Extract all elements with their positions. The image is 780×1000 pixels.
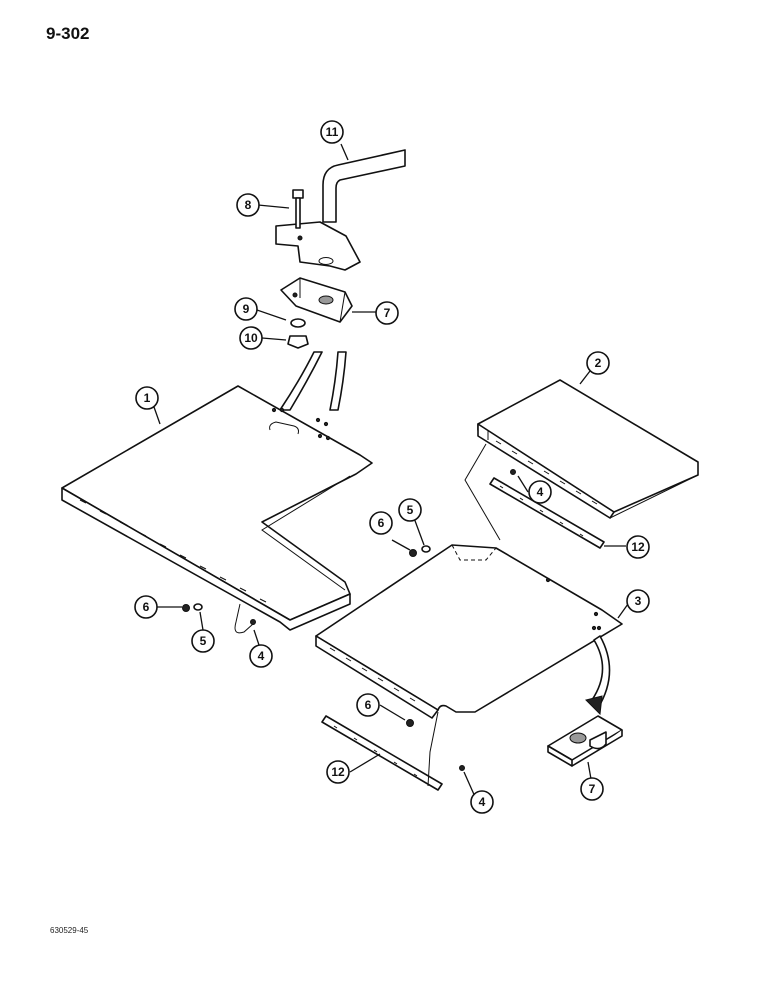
callout-11: 11 bbox=[320, 120, 344, 144]
callout-10: 10 bbox=[239, 326, 263, 350]
callout-7-top: 7 bbox=[375, 301, 399, 325]
callout-9: 9 bbox=[234, 297, 258, 321]
figure-code: 630529-45 bbox=[50, 926, 89, 935]
callout-label: 12 bbox=[631, 540, 645, 554]
callout-5-left: 5 bbox=[191, 629, 215, 653]
callout-label: 4 bbox=[258, 649, 265, 663]
callout-label: 6 bbox=[143, 600, 150, 614]
callout-1: 1 bbox=[135, 386, 159, 410]
callout-label: 12 bbox=[331, 765, 345, 779]
callout-label: 6 bbox=[365, 698, 372, 712]
hardware-small-parts bbox=[182, 443, 516, 787]
bracket-part-7-lower bbox=[547, 715, 623, 767]
callout-label: 8 bbox=[245, 198, 252, 212]
callout-2: 2 bbox=[586, 351, 610, 375]
callout-5-right: 5 bbox=[398, 498, 422, 522]
floor-panel-part-3 bbox=[315, 544, 623, 719]
callout-label: 7 bbox=[589, 782, 596, 796]
callout-4-left: 4 bbox=[249, 644, 273, 668]
callout-3: 3 bbox=[626, 589, 650, 613]
callout-4-upper: 4 bbox=[528, 480, 552, 504]
callout-label: 2 bbox=[595, 356, 602, 370]
rail-part-12-lower bbox=[321, 715, 443, 791]
callout-label: 7 bbox=[384, 306, 391, 320]
washer-part-9 bbox=[290, 318, 306, 328]
callout-label: 11 bbox=[326, 125, 339, 139]
rail-part-12-upper bbox=[489, 477, 605, 549]
callout-6-left: 6 bbox=[134, 595, 158, 619]
mounting-plate bbox=[275, 221, 361, 271]
callout-label: 1 bbox=[144, 391, 151, 405]
floor-panel-part-2 bbox=[477, 379, 699, 519]
bracket-part-7-top bbox=[280, 277, 353, 323]
callout-label: 6 bbox=[378, 516, 385, 530]
leader-lines bbox=[153, 143, 629, 800]
handle-part-11 bbox=[322, 149, 406, 223]
callout-6-right: 6 bbox=[369, 511, 393, 535]
callout-label: 3 bbox=[635, 594, 642, 608]
callout-label: 5 bbox=[200, 634, 207, 648]
arrow-to-bracket bbox=[585, 635, 611, 716]
callout-label: 10 bbox=[244, 331, 258, 345]
callout-label: 5 bbox=[407, 503, 414, 517]
callout-12-upper: 12 bbox=[626, 535, 650, 559]
floor-panel-part-1 bbox=[61, 385, 373, 631]
callout-8: 8 bbox=[236, 193, 260, 217]
callout-12-lower: 12 bbox=[326, 760, 350, 784]
callout-label: 9 bbox=[243, 302, 250, 316]
callout-label: 4 bbox=[479, 795, 486, 809]
page-number: 9-302 bbox=[46, 24, 90, 43]
callout-label: 4 bbox=[537, 485, 544, 499]
nut-part-10 bbox=[287, 335, 309, 349]
callout-6-lower: 6 bbox=[356, 693, 380, 717]
assembly-arrows bbox=[279, 351, 347, 411]
callout-7-lower: 7 bbox=[580, 777, 604, 801]
callout-4-lower: 4 bbox=[470, 790, 494, 814]
bolt-part-8 bbox=[292, 189, 304, 229]
